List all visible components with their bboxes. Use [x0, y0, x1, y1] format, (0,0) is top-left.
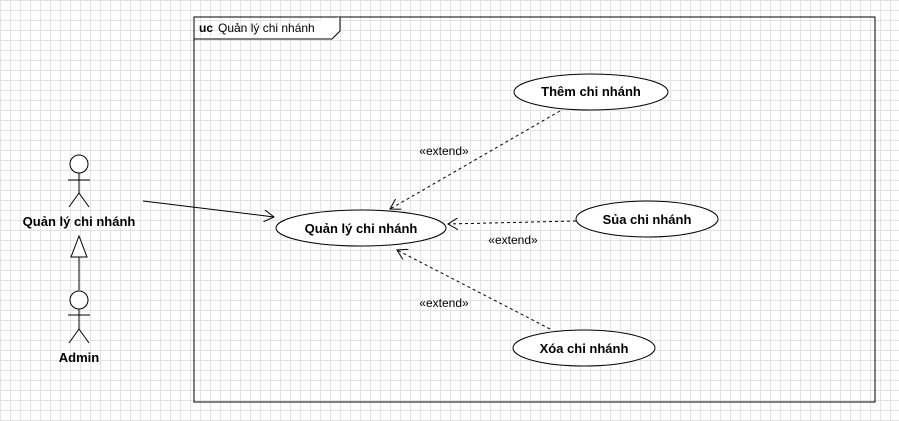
extend-delete-relation[interactable]: «extend»	[397, 250, 551, 330]
use-case-label: Sủa chi nhánh	[603, 212, 692, 227]
extend-edit-relation[interactable]: «extend»	[448, 221, 577, 247]
actor-branch-manager[interactable]: Quản lý chi nhánh	[23, 154, 136, 229]
use-case-label: Quản lý chi nhánh	[305, 221, 418, 236]
association-line[interactable]	[142, 200, 274, 217]
actor-left-leg	[68, 328, 80, 344]
use-case-label: Thêm chi nhánh	[541, 84, 641, 99]
extend-label: «extend»	[419, 144, 469, 158]
actor-head	[69, 154, 89, 174]
actor-admin[interactable]: Admin	[59, 290, 100, 365]
use-case-label: Xóa chi nhánh	[540, 341, 629, 356]
extend-label: «extend»	[419, 296, 469, 310]
generalization-triangle	[70, 234, 88, 258]
actor-label: Quản lý chi nhánh	[23, 214, 136, 229]
use-case-add-branch[interactable]: Thêm chi nhánh	[513, 73, 669, 111]
actor-right-leg	[78, 192, 90, 208]
generalization-arrow[interactable]	[70, 234, 88, 290]
frame-title: Quản lý chi nhánh	[218, 21, 315, 35]
extend-add-relation[interactable]: «extend»	[390, 110, 561, 209]
actor-head	[69, 290, 89, 310]
use-case-edit-branch[interactable]: Sủa chi nhánh	[575, 200, 719, 238]
frame-keyword: uc	[199, 21, 213, 35]
actor-left-leg	[68, 192, 80, 208]
actor-right-leg	[78, 328, 90, 344]
extend-label: «extend»	[488, 233, 538, 247]
actor-label: Admin	[59, 350, 100, 365]
system-frame[interactable]: uc Quản lý chi nhánh	[193, 16, 876, 403]
use-case-delete-branch[interactable]: Xóa chi nhánh	[512, 329, 656, 367]
use-case-manage-branch[interactable]: Quản lý chi nhánh	[275, 209, 447, 247]
